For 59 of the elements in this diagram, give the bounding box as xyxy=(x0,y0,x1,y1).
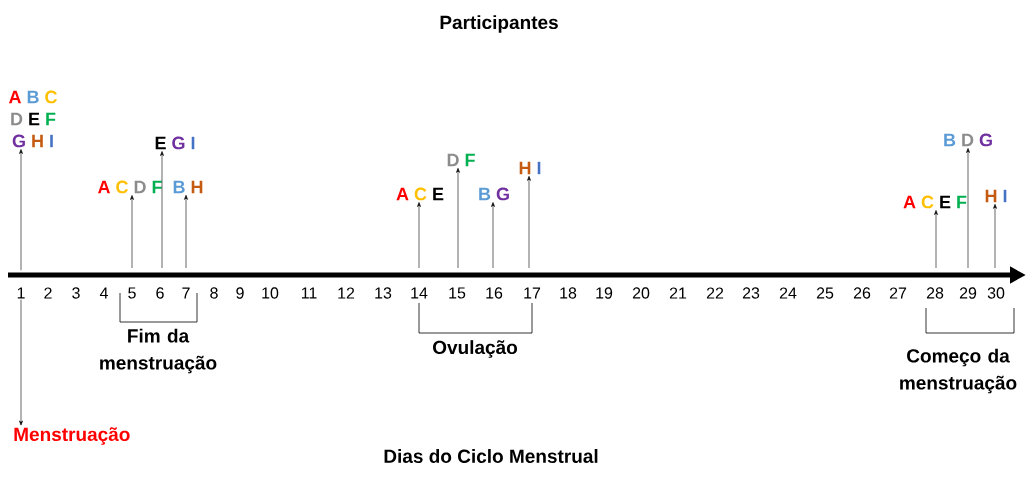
phase-label: Ovulação xyxy=(433,340,517,358)
participant-letters: B D G xyxy=(944,133,992,147)
arrow xyxy=(966,148,970,269)
arrow xyxy=(491,202,495,269)
day-number: 19 xyxy=(596,287,613,299)
day-number: 15 xyxy=(449,287,466,299)
phase-label: Começo da menstruação xyxy=(900,348,1017,394)
day-number: 4 xyxy=(99,287,108,299)
day-number: 11 xyxy=(301,287,317,299)
participant-letters: B H xyxy=(173,180,203,194)
day-number: 17 xyxy=(524,287,541,299)
day-number: 1 xyxy=(17,287,25,299)
title: Participantes xyxy=(440,15,558,33)
day-number: 2 xyxy=(44,287,52,299)
day-number: 18 xyxy=(560,287,577,299)
day-number: 8 xyxy=(210,287,218,299)
participant-letters: A C E xyxy=(396,187,444,201)
day-number: 12 xyxy=(338,287,355,299)
day-number: 26 xyxy=(853,287,871,299)
day-number: 29 xyxy=(959,287,977,299)
day-number: 22 xyxy=(706,287,724,299)
day-number: 5 xyxy=(128,287,136,299)
participant-letters: H I xyxy=(985,189,1007,203)
day-number: 23 xyxy=(742,287,760,299)
participant-letters: A B C D E F G H I xyxy=(8,90,57,148)
day-number: 28 xyxy=(926,287,944,299)
phase-label: Fim da menstruação xyxy=(100,328,217,374)
participant-letters: A C D F xyxy=(97,180,162,194)
participant-letters: B G xyxy=(479,187,509,201)
menstruation-label: Menstruação xyxy=(14,427,130,445)
axis-title: Dias do Ciclo Menstrual xyxy=(384,449,598,463)
day-number: 25 xyxy=(816,287,834,299)
day-number: 16 xyxy=(486,287,503,299)
arrow xyxy=(934,210,938,269)
day-number: 30 xyxy=(987,287,1005,299)
participant-letters: A C E F xyxy=(903,195,967,209)
day-number: 9 xyxy=(236,287,244,299)
day-number: 7 xyxy=(182,287,190,299)
arrow xyxy=(19,149,23,271)
arrow xyxy=(130,195,134,269)
day-number: 20 xyxy=(632,287,650,299)
day-number: 10 xyxy=(262,287,279,299)
participant-letters: D F xyxy=(447,153,475,167)
day-number: 24 xyxy=(779,287,797,299)
arrow xyxy=(993,203,997,269)
arrow xyxy=(19,299,23,426)
day-number: 6 xyxy=(156,287,164,299)
day-number: 13 xyxy=(375,287,392,299)
arrow xyxy=(527,175,531,269)
day-number: 27 xyxy=(889,287,907,299)
arrow xyxy=(417,202,421,269)
participant-letters: E G I xyxy=(155,136,195,150)
participant-letters: H I xyxy=(519,161,541,175)
day-number: 3 xyxy=(72,287,80,299)
arrow xyxy=(184,194,188,269)
arrow xyxy=(456,167,460,269)
day-number: 21 xyxy=(669,287,687,299)
day-number: 14 xyxy=(411,287,428,299)
arrow xyxy=(160,151,164,269)
